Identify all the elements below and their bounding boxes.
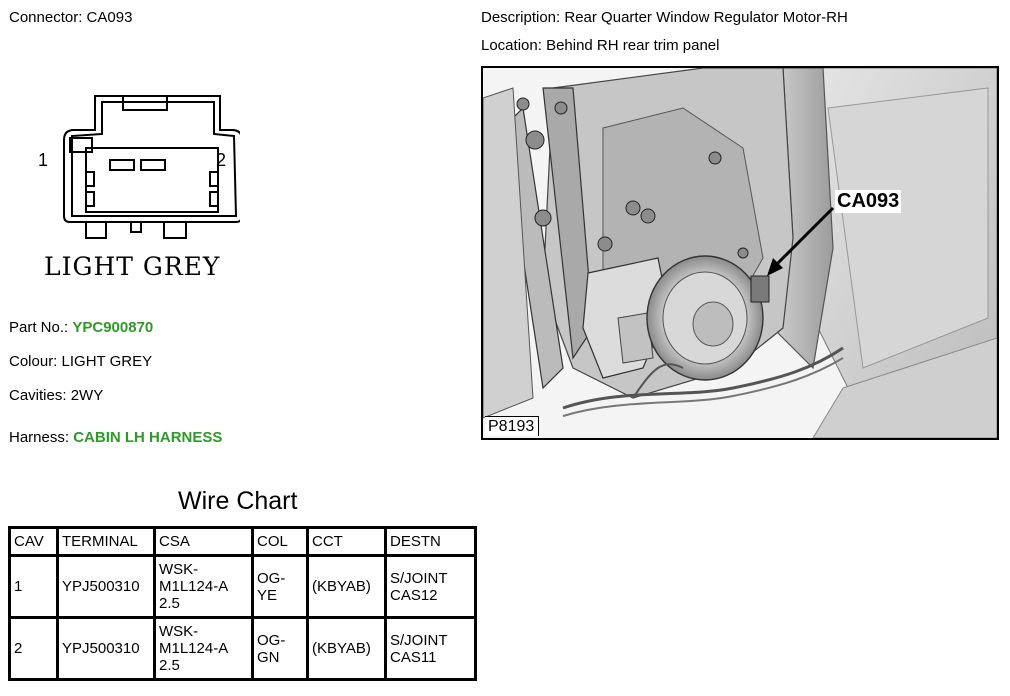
table-row: 1 YPJ500310 WSK- M1L124-A 2.5 OG- YE (KB…: [8, 554, 477, 619]
harness-label: Harness:: [9, 429, 70, 446]
pin-1-label: 1: [38, 150, 49, 170]
connector-label: Connector:: [9, 9, 83, 26]
wire-chart-table: CAV TERMINAL CSA COL CCT DESTN 1 YPJ5003…: [8, 526, 477, 681]
cell-csa: WSK- M1L124-A 2.5: [153, 616, 254, 681]
header-terminal: TERMINAL: [56, 526, 156, 557]
harness-line: Harness: CABIN LH HARNESS: [9, 429, 222, 446]
harness-value[interactable]: CABIN LH HARNESS: [73, 429, 223, 446]
location-line: Location: Behind RH rear trim panel: [481, 37, 719, 54]
pin-2-label: 2: [216, 150, 227, 170]
cell-cav: 1: [8, 554, 59, 619]
part-no-label: Part No.:: [9, 319, 69, 336]
cell-col: OG- GN: [251, 616, 309, 681]
connector-face-diagram: [63, 95, 240, 239]
header-destn: DESTN: [384, 526, 477, 557]
location-photo-illustration: [483, 68, 997, 438]
header-cav: CAV: [8, 526, 59, 557]
wire-chart-title: Wire Chart: [178, 487, 298, 515]
cell-terminal: YPJ500310: [56, 554, 156, 619]
description-value: Rear Quarter Window Regulator Motor-RH: [564, 9, 848, 26]
cell-csa: WSK- M1L124-A 2.5: [153, 554, 254, 619]
cell-cct: (KBYAB): [306, 554, 387, 619]
colour-label: Colour:: [9, 353, 58, 370]
table-row: 2 YPJ500310 WSK- M1L124-A 2.5 OG- GN (KB…: [8, 616, 477, 681]
location-label: Location:: [481, 37, 542, 54]
cell-cav: 2: [8, 616, 59, 681]
wire-chart-header-row: CAV TERMINAL CSA COL CCT DESTN: [8, 526, 477, 557]
cell-destn: S/JOINT CAS12: [384, 554, 477, 619]
colour-line: Colour: LIGHT GREY: [9, 353, 152, 370]
description-label: Description:: [481, 9, 561, 26]
description-line: Description: Rear Quarter Window Regulat…: [481, 9, 848, 26]
location-photo: CA093 P8193: [481, 66, 999, 440]
connector-id: CA093: [86, 9, 133, 26]
cavities-line: Cavities: 2WY: [9, 387, 103, 404]
location-value: Behind RH rear trim panel: [546, 37, 720, 54]
photo-callout-label: CA093: [835, 190, 902, 213]
cavities-value: 2WY: [70, 387, 104, 404]
connector-line: Connector: CA093: [9, 9, 132, 26]
cell-col: OG- YE: [251, 554, 309, 619]
cell-cct: (KBYAB): [306, 616, 387, 681]
header-csa: CSA: [153, 526, 254, 557]
cavities-label: Cavities:: [9, 387, 67, 404]
cell-terminal: YPJ500310: [56, 616, 156, 681]
colour-value: LIGHT GREY: [61, 353, 153, 370]
header-col: COL: [251, 526, 309, 557]
photo-reference-label: P8193: [485, 416, 540, 436]
connector-colour-caption: LIGHT GREY: [44, 252, 221, 281]
part-no-value[interactable]: YPC900870: [72, 319, 154, 336]
cell-destn: S/JOINT CAS11: [384, 616, 477, 681]
part-no-line: Part No.: YPC900870: [9, 319, 153, 336]
header-cct: CCT: [306, 526, 387, 557]
